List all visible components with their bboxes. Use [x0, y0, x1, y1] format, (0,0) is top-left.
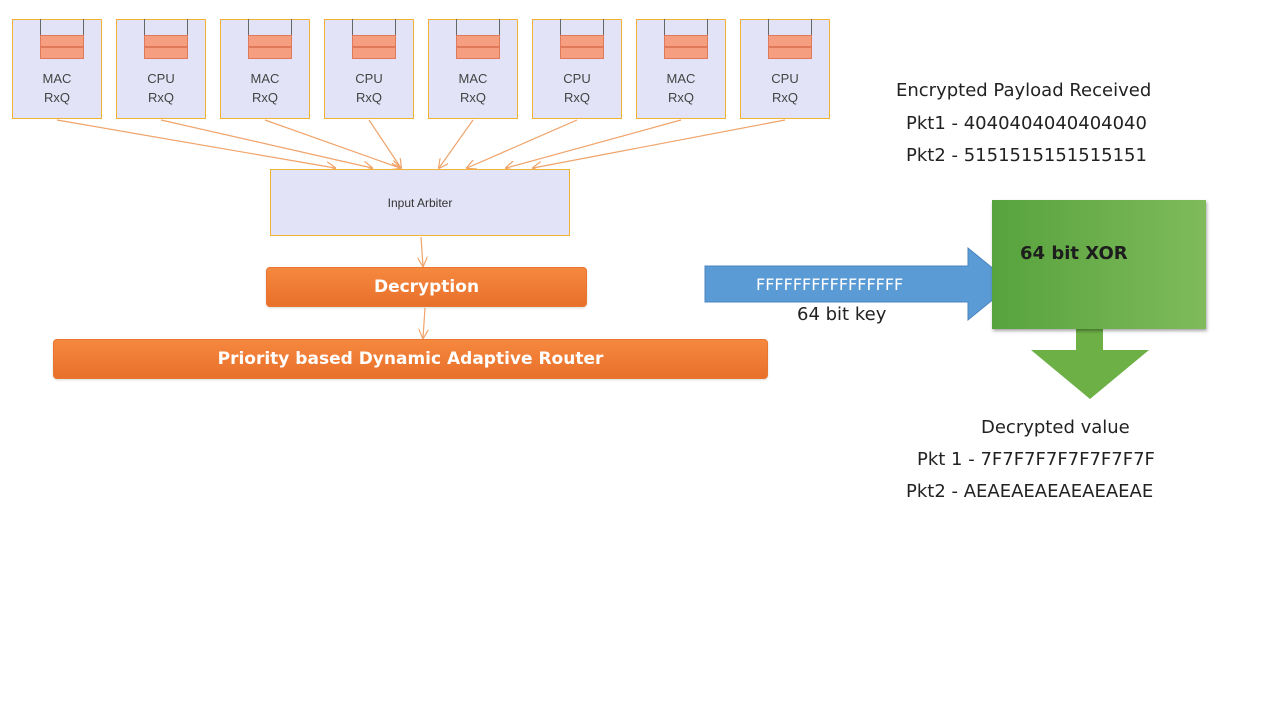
queue-type: CPU — [563, 71, 591, 86]
input-arbiter-box: Input Arbiter — [270, 169, 570, 236]
queue-type: MAC — [666, 71, 696, 86]
queue-label: MAC RxQ — [13, 69, 101, 107]
encrypted-heading: Encrypted Payload Received — [896, 80, 1152, 101]
queue-to-arbiter-arrow — [467, 119, 578, 168]
queue-kind: RxQ — [252, 90, 278, 105]
decryption-block: Decryption — [266, 267, 587, 307]
queue-to-arbiter-arrow — [56, 119, 335, 168]
decrypted-pkt2: Pkt2 - AEAEAEAEAEAEAEAE — [906, 481, 1154, 502]
decrypted-heading: Decrypted value — [981, 417, 1130, 438]
receive-queue: MAC RxQ — [428, 19, 518, 119]
receive-queue: CPU RxQ — [740, 19, 830, 119]
queue-kind: RxQ — [564, 90, 590, 105]
queue-type: CPU — [771, 71, 799, 86]
xor-label: 64 bit XOR — [1020, 243, 1128, 264]
queue-type: CPU — [147, 71, 175, 86]
receive-queue: MAC RxQ — [220, 19, 310, 119]
queue-label: MAC RxQ — [429, 69, 517, 107]
key-value: FFFFFFFFFFFFFFFF — [756, 275, 904, 294]
xor-block: 64 bit XOR — [992, 200, 1206, 329]
xor-output-arrow — [1031, 329, 1149, 399]
queue-to-arbiter-arrow — [368, 119, 401, 168]
queue-to-arbiter-arrow — [160, 119, 372, 168]
receive-queue: MAC RxQ — [12, 19, 102, 119]
queue-label: MAC RxQ — [637, 69, 725, 107]
receive-queue: CPU RxQ — [324, 19, 414, 119]
receive-queue: CPU RxQ — [532, 19, 622, 119]
queue-buffer-icon — [560, 19, 604, 61]
queue-kind: RxQ — [44, 90, 70, 105]
queue-buffer-icon — [40, 19, 84, 61]
key-caption: 64 bit key — [797, 304, 887, 325]
connectors — [56, 119, 786, 168]
decryption-label: Decryption — [373, 277, 480, 297]
input-arbiter-label: Input Arbiter — [387, 195, 453, 210]
queue-buffer-icon — [768, 19, 812, 61]
queue-kind: RxQ — [460, 90, 486, 105]
queue-buffer-icon — [664, 19, 708, 61]
encrypted-pkt2: Pkt2 - 5151515151515151 — [906, 145, 1147, 166]
queue-type: MAC — [42, 71, 72, 86]
queue-label: CPU RxQ — [117, 69, 205, 107]
queue-label: CPU RxQ — [325, 69, 413, 107]
queue-label: CPU RxQ — [533, 69, 621, 107]
arbiter-to-decryption-arrow — [421, 236, 423, 266]
decrypted-pkt1: Pkt 1 - 7F7F7F7F7F7F7F7F — [917, 449, 1155, 470]
queue-buffer-icon — [456, 19, 500, 61]
queue-buffer-icon — [352, 19, 396, 61]
queue-kind: RxQ — [772, 90, 798, 105]
queue-buffer-icon — [248, 19, 292, 61]
encrypted-pkt1: Pkt1 - 4040404040404040 — [906, 113, 1147, 134]
queue-to-arbiter-arrow — [506, 119, 682, 168]
key-arrow — [704, 246, 1013, 322]
queue-label: MAC RxQ — [221, 69, 309, 107]
queue-type: CPU — [355, 71, 383, 86]
queue-type: MAC — [250, 71, 280, 86]
receive-queue: CPU RxQ — [116, 19, 206, 119]
queue-buffer-icon — [144, 19, 188, 61]
queue-kind: RxQ — [356, 90, 382, 105]
queue-kind: RxQ — [148, 90, 174, 105]
queue-type: MAC — [458, 71, 488, 86]
queue-to-arbiter-arrow — [439, 119, 474, 168]
decryption-to-router-arrow — [423, 307, 425, 338]
queue-kind: RxQ — [668, 90, 694, 105]
receive-queue: MAC RxQ — [636, 19, 726, 119]
router-block: Priority based Dynamic Adaptive Router — [53, 339, 768, 379]
router-label: Priority based Dynamic Adaptive Router — [217, 349, 604, 369]
queue-label: CPU RxQ — [741, 69, 829, 107]
queue-to-arbiter-arrow — [533, 119, 786, 168]
queue-to-arbiter-arrow — [264, 119, 400, 168]
